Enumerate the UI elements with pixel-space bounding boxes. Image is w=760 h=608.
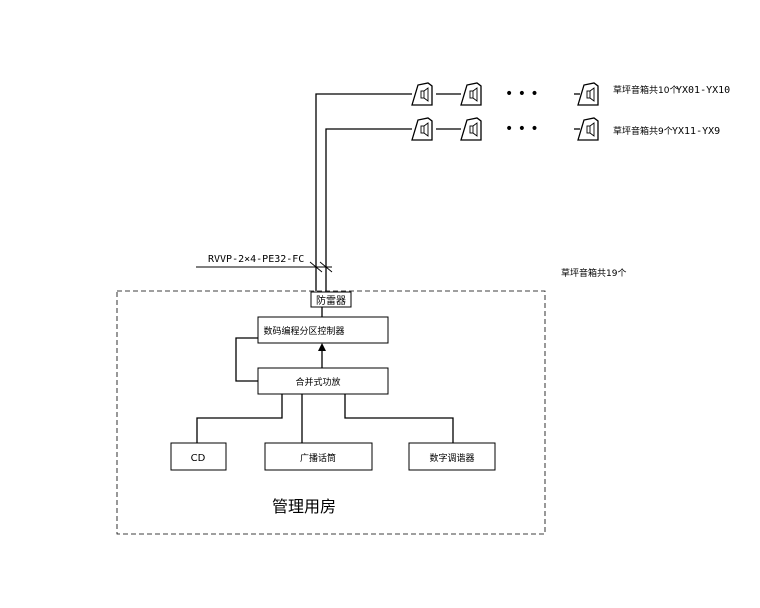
feeder-line-row-2	[325, 128, 412, 291]
speaker-row-1: • • • 草坪音箱共10个 YX01-YX10	[411, 82, 730, 106]
cd-connection-line	[196, 394, 283, 443]
speaker-icon	[411, 82, 433, 106]
zone-controller-label: 数码编程分区控制器	[263, 325, 344, 337]
lightning-protector-box	[310, 291, 352, 308]
feeder-line-row-1	[315, 93, 412, 291]
tuner-label: 数字调谐器	[429, 452, 474, 464]
tuner-connection-line	[344, 394, 454, 443]
speaker-icon	[460, 117, 482, 141]
speaker-icon	[577, 82, 599, 106]
management-room-boundary	[116, 290, 546, 535]
row-1-label: 草坪音箱共10个	[613, 84, 678, 96]
microphone-box	[264, 442, 373, 471]
zone-controller-box	[257, 316, 389, 344]
room-label: 管理用房	[272, 497, 336, 516]
speaker-icon	[460, 82, 482, 106]
total-speakers-label: 草坪音箱共19个	[561, 267, 626, 279]
lightning-protector-label: 防雷器	[316, 294, 346, 307]
feedback-loop-line	[235, 337, 258, 382]
ellipsis-row-2: • • •	[505, 121, 539, 137]
amplifier-label: 合并式功放	[295, 376, 340, 388]
row-2-range: YX11-YX9	[672, 126, 720, 137]
row-1-range: YX01-YX10	[676, 85, 730, 96]
microphone-label: 广播话筒	[300, 452, 336, 464]
speaker-icon	[577, 117, 599, 141]
amplifier-box	[257, 367, 389, 395]
row-2-label: 草坪音箱共9个	[613, 125, 673, 137]
cd-box	[170, 442, 227, 471]
ellipsis-row-1: • • •	[505, 86, 539, 102]
tuner-box	[408, 442, 496, 471]
arrow-up-icon	[318, 343, 326, 351]
speaker-icon	[411, 117, 433, 141]
cable-label: RVVP-2×4-PE32-FC	[208, 254, 304, 265]
speaker-row-2: • • • 草坪音箱共9个 YX11-YX9	[411, 117, 720, 141]
cd-label: CD	[191, 453, 206, 464]
